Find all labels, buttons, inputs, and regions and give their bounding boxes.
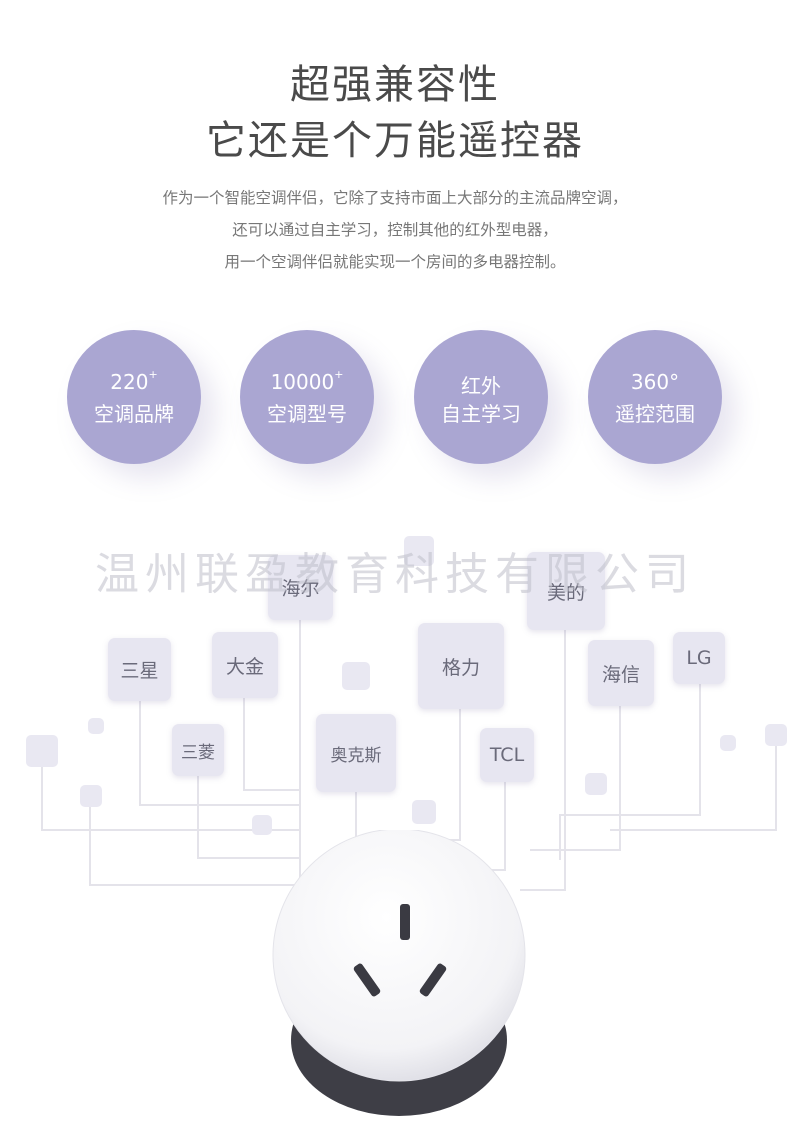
feature-circle-learning: 红外 自主学习 — [414, 330, 548, 464]
feature-label: 空调型号 — [267, 402, 347, 426]
brand-tile-haier: 海尔 — [268, 555, 333, 620]
decor-square — [88, 718, 104, 734]
feature-value: 10000+ — [270, 368, 344, 394]
feature-circle-models: 10000+ 空调型号 — [240, 330, 374, 464]
feature-label: 自主学习 — [441, 402, 521, 426]
brand-tile-aux: 奥克斯 — [316, 714, 396, 792]
feature-circle-range: 360° 遥控范围 — [588, 330, 722, 464]
brand-tile-midea: 美的 — [527, 552, 605, 630]
feature-value: 360° — [630, 370, 680, 394]
brand-tile-hisense: 海信 — [588, 640, 654, 706]
brand-tile-tcl: TCL — [480, 728, 534, 782]
feature-circle-brands: 220+ 空调品牌 — [67, 330, 201, 464]
brand-tile-gree: 格力 — [418, 623, 504, 709]
decor-square — [80, 785, 102, 807]
feature-value: 红外 — [461, 374, 501, 398]
title-line-1: 超强兼容性 — [290, 62, 500, 108]
decor-square — [252, 815, 272, 835]
feature-label: 空调品牌 — [94, 402, 174, 426]
brand-tile-mitsubishi: 三菱 — [172, 724, 224, 776]
decor-square — [404, 536, 434, 566]
description-line-1: 作为一个智能空调伴侣，它除了支持市面上大部分的主流品牌空调， — [162, 189, 628, 207]
feature-value: 220+ — [110, 368, 158, 394]
brand-tile-daikin: 大金 — [212, 632, 278, 698]
description-line-2: 还可以通过自主学习，控制其他的红外型电器， — [232, 221, 558, 239]
decor-square — [26, 735, 58, 767]
description-line-3: 用一个空调伴侣就能实现一个房间的多电器控制。 — [224, 253, 566, 271]
decor-square — [585, 773, 607, 795]
decor-square — [412, 800, 436, 824]
decor-square — [765, 724, 787, 746]
brand-tile-lg: LG — [673, 632, 725, 684]
feature-label: 遥控范围 — [615, 402, 695, 426]
brand-connection-wires — [41, 620, 777, 910]
watermark: 温州联盈教育科技有限公司 — [95, 549, 695, 600]
title-line-2: 它还是个万能遥控器 — [206, 118, 584, 164]
decor-square — [720, 735, 736, 751]
brand-tile-samsung: 三星 — [108, 638, 171, 701]
smart-plug-image — [272, 830, 526, 1116]
decor-square — [342, 662, 370, 690]
